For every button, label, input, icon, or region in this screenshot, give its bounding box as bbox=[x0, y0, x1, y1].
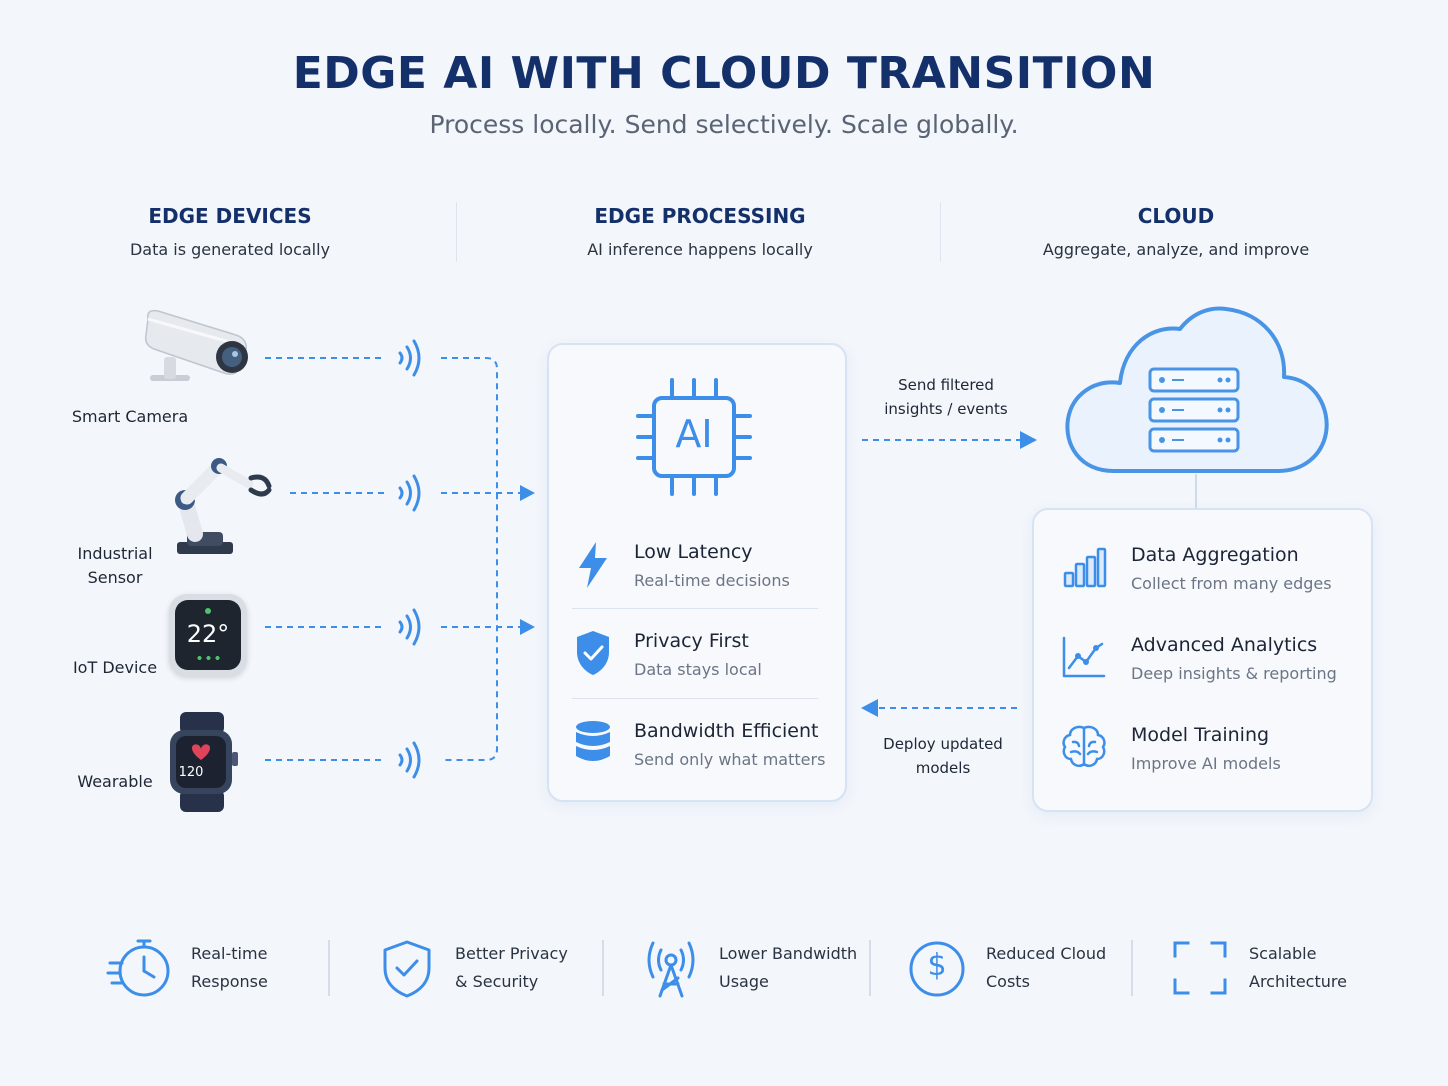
flow-label-line: Send filtered bbox=[898, 376, 994, 394]
signal-icon bbox=[398, 608, 421, 646]
benefit-better-privacy: Better Privacy & Security bbox=[455, 940, 568, 996]
flow-label-line: insights / events bbox=[884, 400, 1008, 418]
benefit-label-line: Usage bbox=[719, 972, 769, 991]
indicator-dots bbox=[195, 656, 221, 660]
benefit-label-line: Scalable bbox=[1249, 944, 1317, 963]
cloud-feature-model-training: Model Training Improve AI models bbox=[1131, 724, 1281, 773]
database-icon bbox=[576, 721, 610, 761]
ai-chip-icon bbox=[636, 378, 752, 496]
benefit-label-line: Reduced Cloud bbox=[986, 944, 1107, 963]
benefit-label-line: Real-time bbox=[191, 944, 268, 963]
thermostat-icon: 22° bbox=[169, 594, 247, 676]
feature-separator bbox=[572, 608, 818, 609]
signal-icon bbox=[398, 741, 421, 779]
cloud-feature-data-aggregation: Data Aggregation Collect from many edges bbox=[1131, 544, 1332, 593]
shield-check-icon bbox=[577, 631, 609, 675]
column-title: EDGE DEVICES bbox=[148, 204, 312, 228]
benefit-lower-bandwidth: Lower Bandwidth Usage bbox=[719, 940, 857, 996]
device-label-line: Industrial bbox=[77, 544, 153, 563]
feature-subtitle: Real-time decisions bbox=[634, 571, 790, 590]
processing-feature-low-latency: Low Latency Real-time decisions bbox=[634, 541, 790, 590]
bar-chart-icon bbox=[1063, 547, 1107, 588]
feature-subtitle: Improve AI models bbox=[1131, 754, 1281, 773]
column-divider bbox=[456, 202, 457, 262]
column-header-edge-processing: EDGE PROCESSING AI inference happens loc… bbox=[490, 204, 910, 259]
status-dot bbox=[205, 608, 211, 614]
line-chart-icon bbox=[1062, 636, 1106, 678]
brain-icon bbox=[1062, 725, 1106, 768]
benefit-divider bbox=[869, 940, 871, 996]
device-label-industrial-sensor: Industrial Sensor bbox=[60, 542, 170, 590]
dollar-glyph: $ bbox=[927, 948, 947, 983]
security-camera-icon bbox=[144, 309, 248, 381]
send-to-cloud-label: Send filtered insights / events bbox=[866, 373, 1026, 421]
robot-arm-icon bbox=[175, 458, 272, 554]
processing-feature-bandwidth-efficient: Bandwidth Efficient Send only what matte… bbox=[634, 720, 825, 769]
cloud-feature-advanced-analytics: Advanced Analytics Deep insights & repor… bbox=[1131, 634, 1337, 683]
feature-subtitle: Send only what matters bbox=[634, 750, 826, 769]
feature-title: Data Aggregation bbox=[1131, 544, 1299, 566]
deploy-models-label: Deploy updated models bbox=[863, 732, 1023, 780]
feature-title: Bandwidth Efficient bbox=[634, 720, 819, 742]
processing-feature-privacy-first: Privacy First Data stays local bbox=[634, 630, 762, 679]
chip-label: AI bbox=[675, 412, 713, 456]
flow-label-line: Deploy updated bbox=[883, 735, 1003, 753]
column-divider bbox=[940, 202, 941, 262]
antenna-icon bbox=[647, 941, 695, 998]
benefit-label-line: & Security bbox=[455, 972, 539, 991]
feature-subtitle: Deep insights & reporting bbox=[1131, 664, 1337, 683]
signal-icon bbox=[398, 339, 421, 377]
cloud-server-icon bbox=[1065, 306, 1329, 473]
device-label-line: Sensor bbox=[87, 568, 143, 587]
benefit-reduced-cloud-costs: Reduced Cloud Costs bbox=[986, 940, 1106, 996]
signal-icon bbox=[398, 474, 421, 512]
thermostat-screen: 22° bbox=[175, 600, 241, 670]
arrow-head-icon bbox=[520, 485, 535, 501]
column-title: CLOUD bbox=[1137, 204, 1215, 228]
column-header-cloud: CLOUD Aggregate, analyze, and improve bbox=[966, 204, 1386, 259]
dollar-icon bbox=[909, 941, 965, 997]
arrow-head-icon bbox=[1020, 431, 1037, 449]
feature-title: Model Training bbox=[1131, 724, 1270, 746]
feature-subtitle: Data stays local bbox=[634, 660, 762, 679]
arrow-head-icon bbox=[861, 699, 878, 717]
benefit-divider bbox=[602, 940, 604, 996]
stopwatch-icon bbox=[106, 939, 170, 997]
device-label-wearable: Wearable bbox=[77, 772, 153, 791]
column-title: EDGE PROCESSING bbox=[594, 204, 806, 228]
feature-title: Advanced Analytics bbox=[1131, 634, 1318, 656]
column-subtitle: Aggregate, analyze, and improve bbox=[1042, 240, 1310, 259]
benefit-label-line: Costs bbox=[986, 972, 1030, 991]
benefit-label-line: Better Privacy bbox=[455, 944, 568, 963]
shield-check-icon bbox=[383, 940, 431, 998]
page-subtitle: Process locally. Send selectively. Scale… bbox=[429, 110, 1019, 139]
feature-title: Low Latency bbox=[634, 541, 753, 563]
flow-label-line: models bbox=[915, 759, 971, 777]
page-title: EDGE AI WITH CLOUD TRANSITION bbox=[292, 48, 1156, 99]
feature-title: Privacy First bbox=[634, 630, 749, 652]
benefit-label-line: Lower Bandwidth bbox=[719, 944, 858, 963]
device-label-iot: IoT Device bbox=[72, 658, 158, 677]
feature-subtitle: Collect from many edges bbox=[1131, 574, 1332, 593]
benefit-divider bbox=[328, 940, 330, 996]
benefit-divider bbox=[1131, 940, 1133, 996]
benefit-scalable-architecture: Scalable Architecture bbox=[1249, 940, 1347, 996]
column-subtitle: Data is generated locally bbox=[129, 240, 331, 259]
thermostat-reading: 22° bbox=[186, 620, 230, 648]
wearable-reading: 120 bbox=[178, 765, 204, 780]
lightning-icon bbox=[579, 542, 607, 588]
column-subtitle: AI inference happens locally bbox=[587, 240, 813, 259]
benefit-label-line: Architecture bbox=[1249, 972, 1347, 991]
smartwatch-icon bbox=[170, 712, 238, 812]
arrow-head-icon bbox=[520, 619, 535, 635]
column-header-edge-devices: EDGE DEVICES Data is generated locally bbox=[20, 204, 440, 259]
device-bus-line bbox=[441, 357, 498, 761]
expand-icon bbox=[1173, 941, 1227, 995]
benefit-label-line: Response bbox=[191, 972, 268, 991]
benefit-real-time-response: Real-time Response bbox=[191, 940, 268, 996]
feature-separator bbox=[572, 698, 818, 699]
device-label-camera: Smart Camera bbox=[71, 407, 189, 426]
